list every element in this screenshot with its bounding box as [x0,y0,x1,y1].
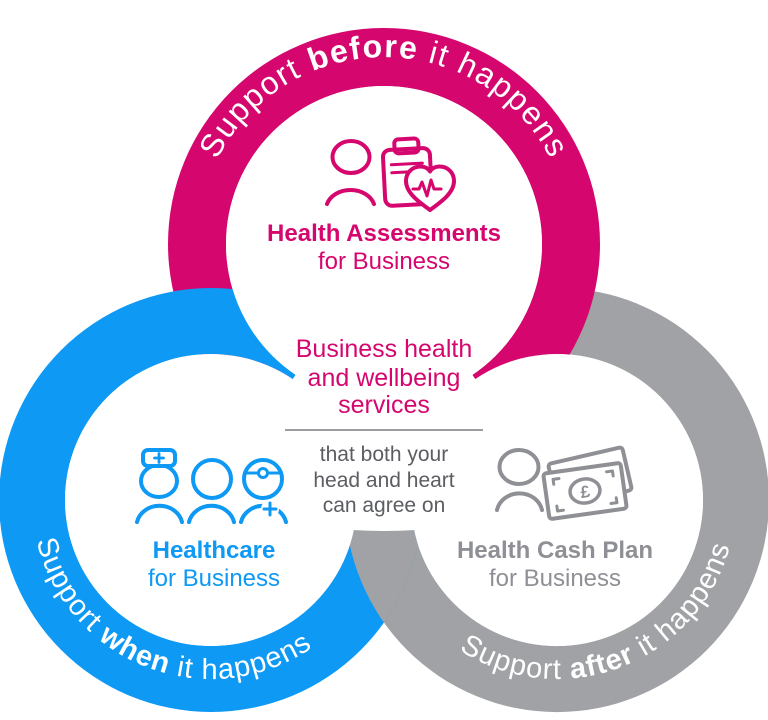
person-banknotes-icon: £ [495,445,634,521]
nurse-cap-cross [153,452,165,464]
corner-mark-tr [605,469,615,478]
person-shoulders [187,503,236,524]
center-title-line2: and wellbeing [308,364,461,392]
corner-mark-bl [555,504,565,513]
label-health-assessments-sub: for Business [318,248,450,275]
label-health-cash-plan-sub: for Business [489,565,621,592]
banknote-front [541,461,629,521]
person-head [330,139,372,175]
doctor-plus [262,501,278,517]
doctor-head [242,458,284,500]
center-subtitle-line2: head and heart [313,469,454,492]
label-health-assessments: Health Assessments [267,220,501,247]
clipboard-clip [392,136,421,156]
label-health-cash-plan: Health Cash Plan [457,537,653,564]
heart-ecg-line [411,178,443,198]
center-title-line1: Business health [296,335,473,363]
person-clipboard-heart-icon [325,136,456,212]
corner-mark-tl [551,476,561,486]
center-subtitle-line3: can agree on [323,494,446,517]
label-healthcare-sub: for Business [148,565,280,592]
person-shoulders [495,491,544,512]
pound-symbol: £ [579,482,592,502]
clipboard-line1 [389,161,424,167]
center-text-block: Business health and wellbeing services t… [285,335,483,517]
nurse-shoulders [135,503,184,524]
person-shoulders [325,188,376,206]
center-title-line3: services [338,391,430,419]
person-head [191,458,233,500]
person-head [497,448,541,486]
medical-team-icon [135,448,288,524]
doctor-head-mirror [257,467,269,479]
center-area [211,244,557,531]
banknote-oval [568,477,602,505]
corner-mark-br [609,496,619,506]
center-subtitle-line1: that both your [320,443,448,466]
label-healthcare: Healthcare [153,537,276,564]
